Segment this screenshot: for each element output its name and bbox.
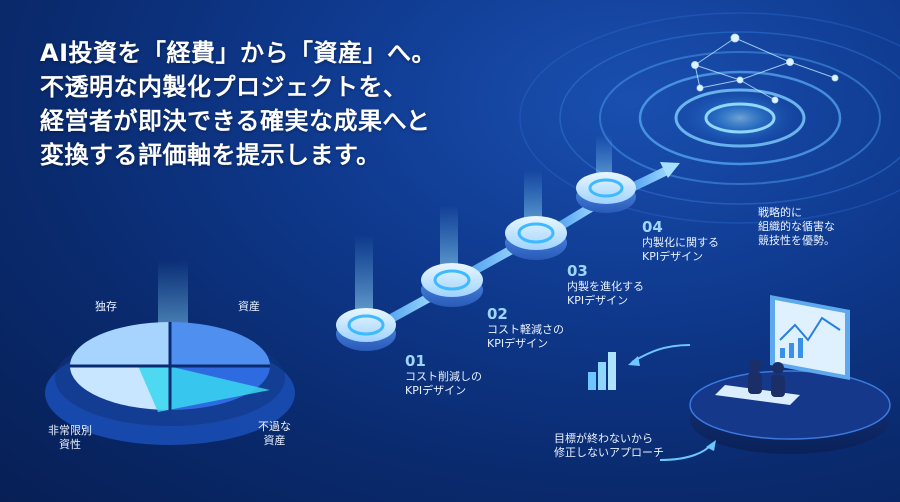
step-disc-02 <box>421 263 483 307</box>
step-text: KPIデザイン <box>642 250 704 263</box>
step-text: KPIデザイン <box>487 337 549 350</box>
pie-segment-top-right <box>170 322 270 366</box>
approach-note-line: 目標が終わないから <box>554 432 653 445</box>
step-text: コスト削減しの <box>405 370 482 383</box>
target-rings <box>519 12 900 224</box>
bar-chart-icon <box>588 352 616 390</box>
strategy-note: 戦略的に 組織的な循害な 競技性を優勢。 <box>758 206 835 248</box>
step-text: 内製化に関する <box>642 236 719 249</box>
network-graph <box>691 33 839 104</box>
pie-graphic <box>45 260 295 445</box>
step-label-02: 02 コスト軽減さの KPIデザイン <box>487 305 564 351</box>
step-label-01: 01 コスト削減しの KPIデザイン <box>405 352 482 398</box>
pie-label-bottom-right: 不過な 資産 <box>258 420 291 447</box>
strategy-note-line: 戦略的に <box>758 206 802 219</box>
step-label-04: 04 内製化に関する KPIデザイン <box>642 218 719 264</box>
step-label-03: 03 内製を進化する KPIデザイン <box>567 262 644 308</box>
step-number: 01 <box>405 352 426 370</box>
step-disc-04 <box>576 172 636 213</box>
steps-path <box>336 135 680 351</box>
pie-label-top-left: 独存 <box>95 300 117 313</box>
approach-note: 目標が終わないから 修正しないアプローチ <box>554 432 664 460</box>
headline-line-4: 変換する評価軸を提示します。 <box>40 141 381 169</box>
pie-segment-top-left <box>70 322 170 366</box>
team-pedestal <box>588 295 891 461</box>
approach-note-line: 修正しないアプローチ <box>554 446 664 459</box>
dashboard-monitor <box>770 295 850 380</box>
strategy-note-line: 組織的な循害な <box>758 220 835 233</box>
pie-label-top-right: 資産 <box>238 300 260 313</box>
step-number: 02 <box>487 305 508 323</box>
headline-line-1: AI投資を「経費」から「資産」へ。 <box>40 39 437 67</box>
pie-label-bottom-left: 非常限別 資性 <box>48 424 92 451</box>
step-text: 内製を進化する <box>567 280 644 293</box>
headline-line-3: 経営者が即決できる確実な成果へと <box>40 107 431 135</box>
step-text: KPIデザイン <box>405 384 467 397</box>
step-disc-03 <box>505 216 567 260</box>
strategy-note-line: 競技性を優勢。 <box>758 234 835 247</box>
step-number: 03 <box>567 262 588 280</box>
step-disc-01 <box>336 308 396 351</box>
headline: AI投資を「経費」から「資産」へ。 不透明な内製化プロジェクトを、 経営者が即決… <box>40 36 470 172</box>
headline-line-2: 不透明な内製化プロジェクトを、 <box>40 73 408 101</box>
step-text: コスト軽減さの <box>487 323 564 336</box>
step-text: KPIデザイン <box>567 294 629 307</box>
step-number: 04 <box>642 218 663 236</box>
people-icon <box>748 359 785 397</box>
